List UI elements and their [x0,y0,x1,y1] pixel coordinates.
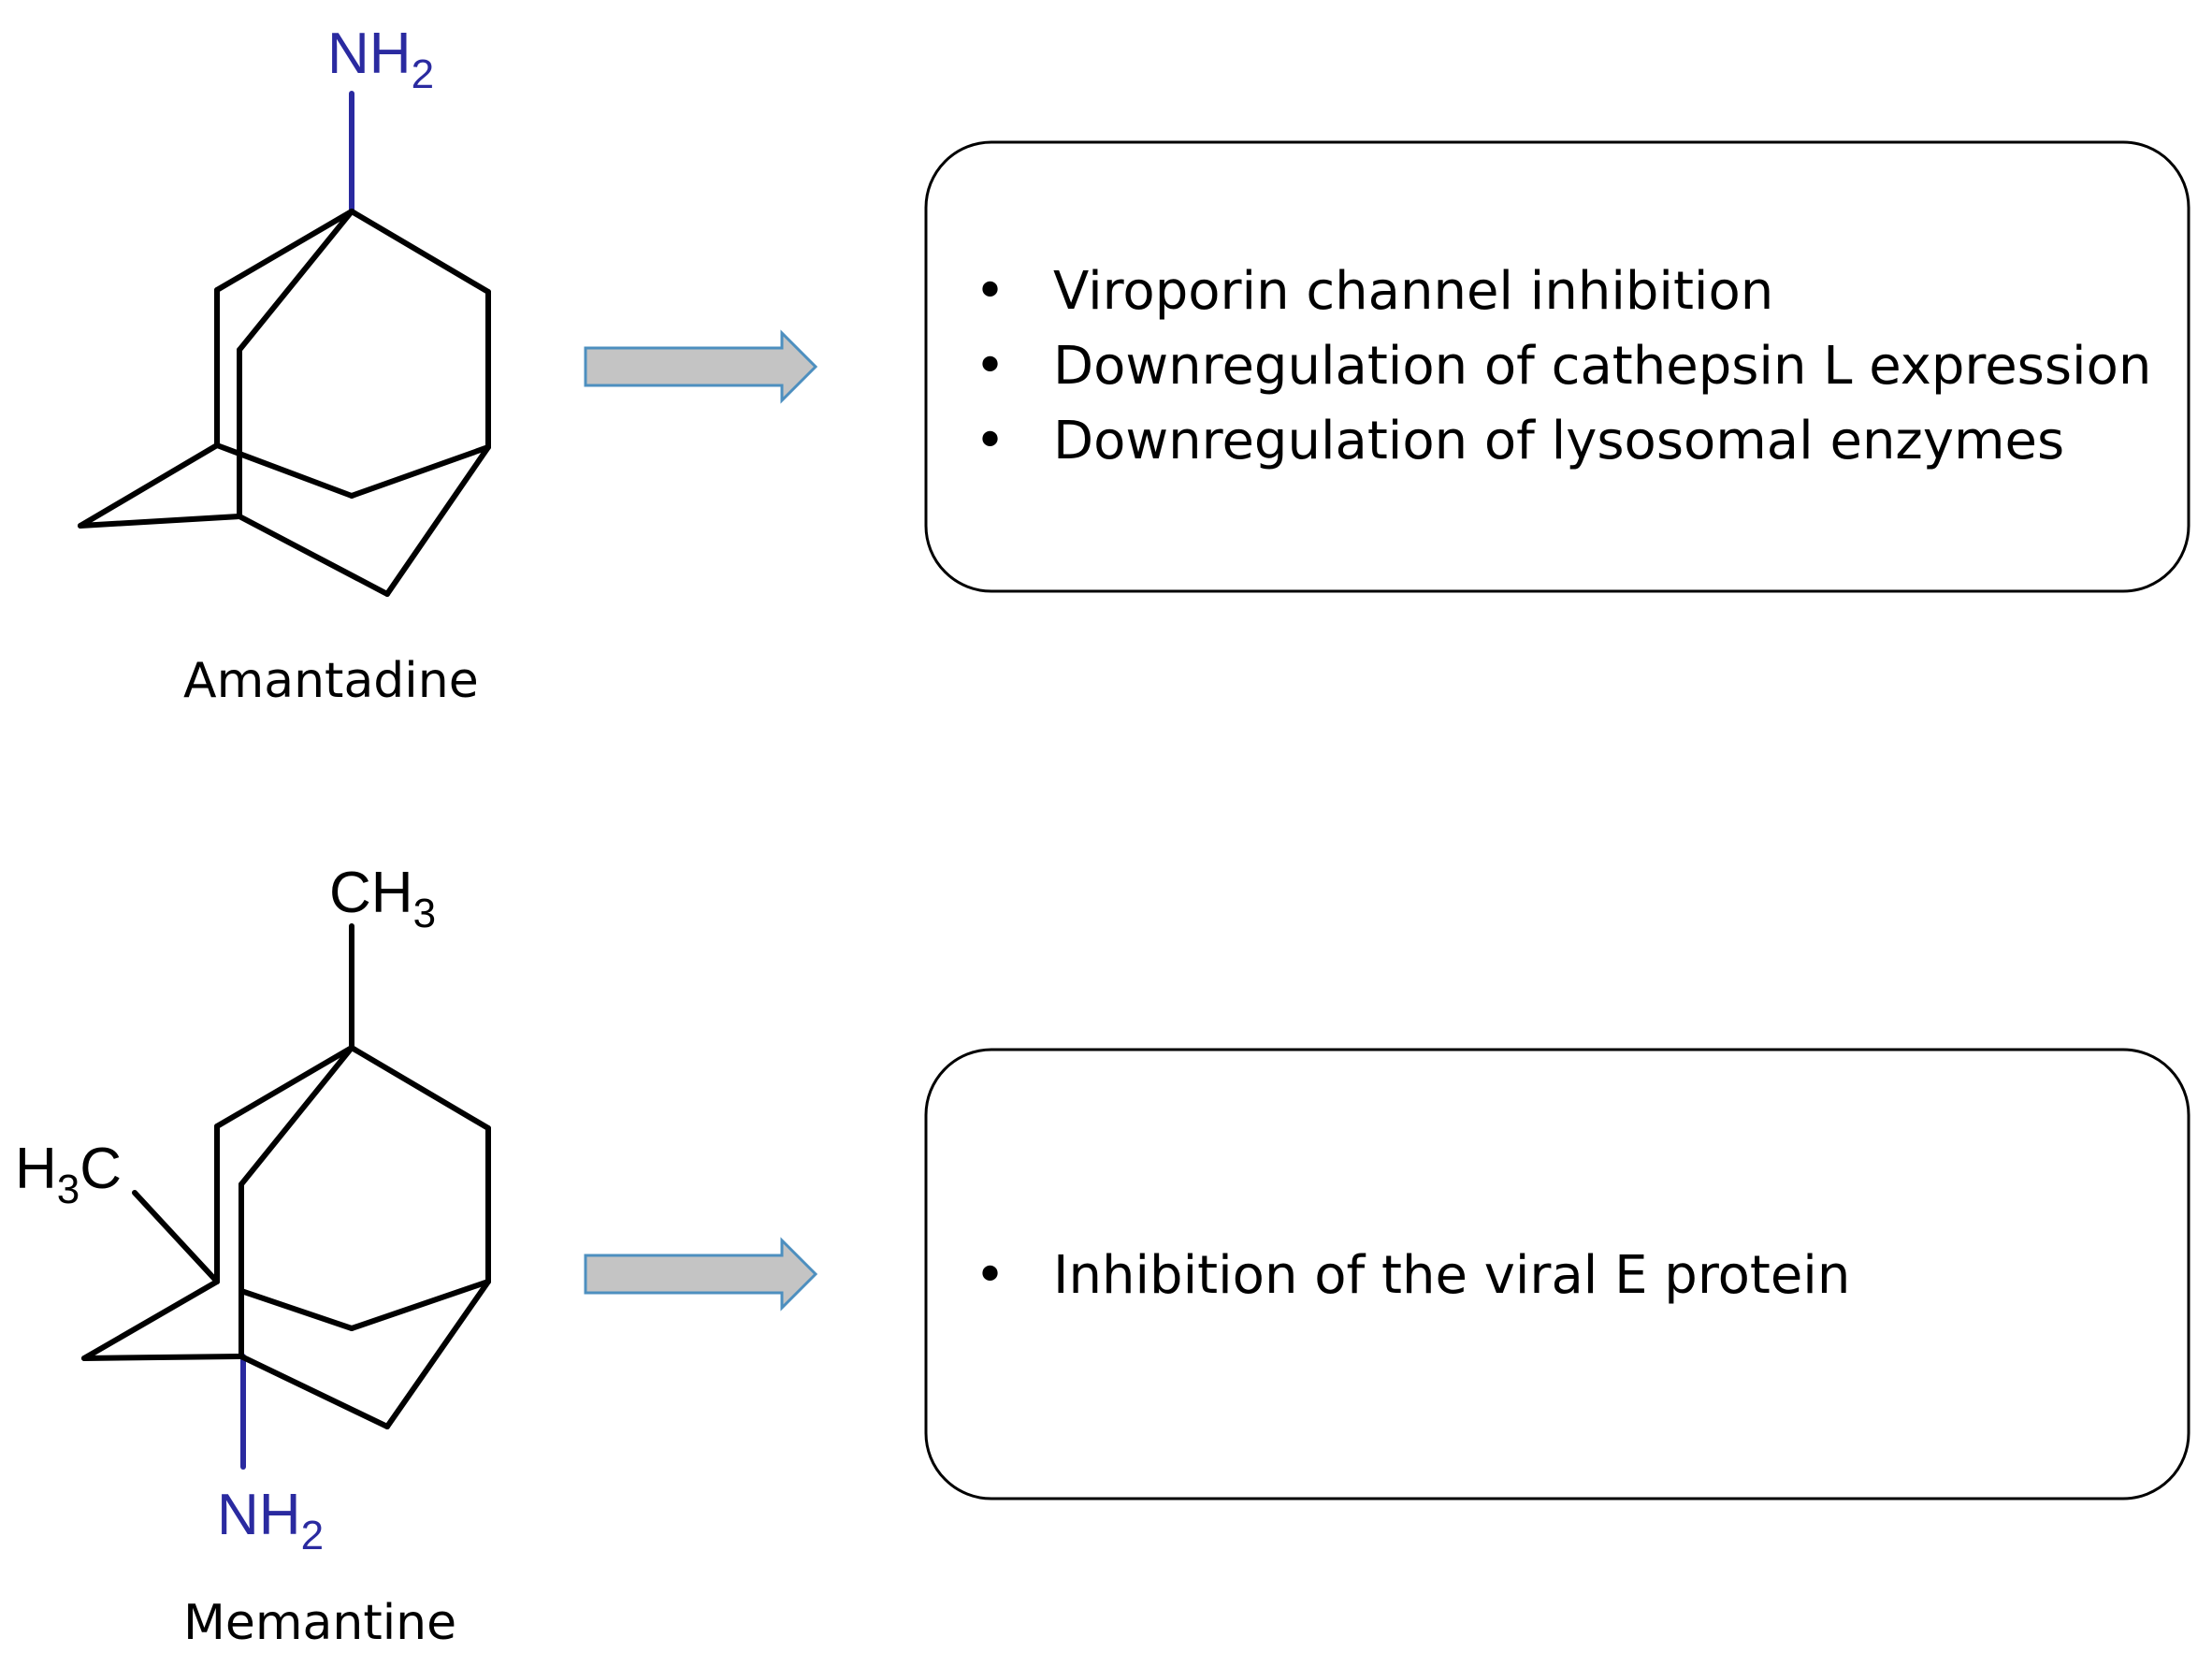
memantine-methyl-label-left: H3C [15,1137,122,1212]
effect-text: Downregulation of cathepsin L expression [1053,336,2151,397]
memantine-methyl-label-top: CH3 [329,861,436,936]
list-item: • Inhibition of the viral E protein [975,1245,1850,1306]
amantadine-amine-label: NH2 [327,22,434,97]
list-item: • Downregulation of lysosomal enzymes [975,411,2064,471]
memantine-arrow [584,1237,818,1312]
effect-text: Inhibition of the viral E protein [1053,1245,1850,1306]
memantine-structure: CH3 H3C NH2 [15,861,491,1558]
list-item: • Viroporin channel inhibition [975,261,1773,322]
memantine-name: Memantine [183,1595,456,1651]
amantadine-cage [78,209,491,597]
memantine-amine-label: NH2 [217,1483,324,1558]
amantadine-effects-box [924,140,2190,593]
bullet-icon: • [975,1245,1005,1306]
memantine-effects-box [924,1048,2190,1500]
list-item: • Downregulation of cathepsin L expressi… [975,336,2151,397]
memantine-cage [81,1045,491,1429]
amantadine-structure: NH2 [78,22,491,597]
bullet-icon: • [975,411,1005,471]
memantine-methyl-bond-left [132,1190,220,1284]
effect-text: Viroporin channel inhibition [1053,261,1773,322]
amantadine-name: Amantadine [183,653,479,709]
effect-text: Downregulation of lysosomal enzymes [1053,411,2064,471]
bullet-icon: • [975,261,1005,322]
bullet-icon: • [975,336,1005,397]
memantine-effects-list: • Inhibition of the viral E protein [975,1245,1850,1306]
amantadine-arrow [584,329,818,404]
amantadine-effects-list: • Viroporin channel inhibition • Downreg… [975,261,2151,471]
